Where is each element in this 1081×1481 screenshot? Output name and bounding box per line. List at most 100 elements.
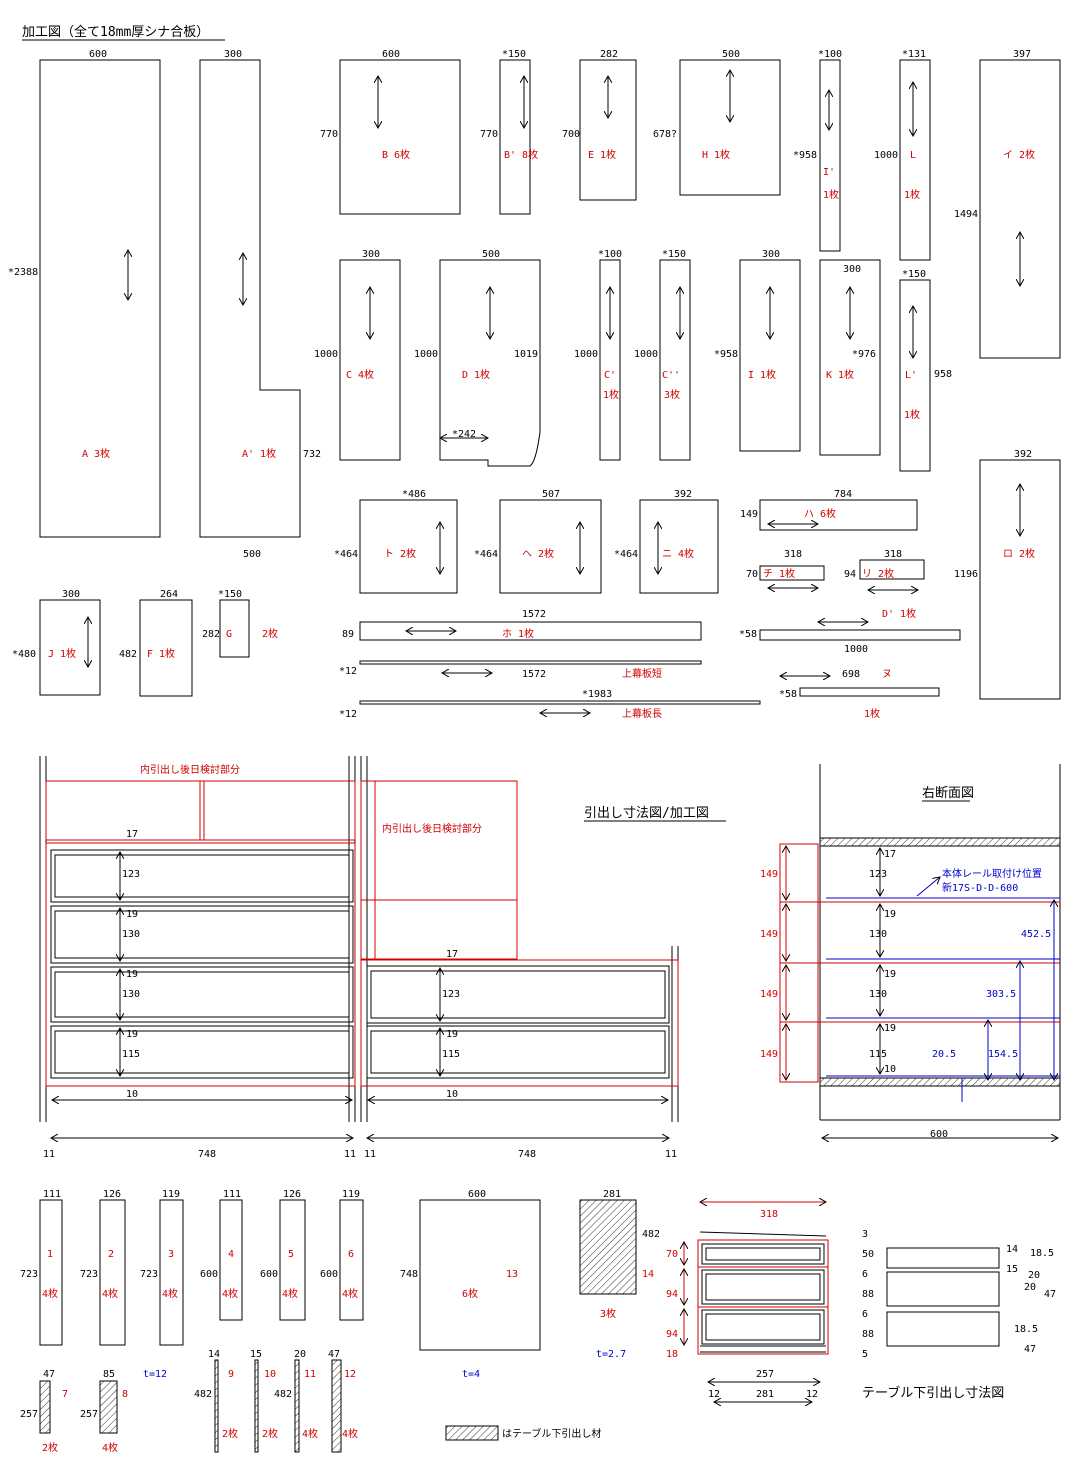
svg-text:111: 111 — [43, 1189, 61, 1200]
part-count: 1枚 — [904, 408, 920, 421]
part-count: 1枚 — [823, 188, 839, 201]
drawer-part-outlines — [39, 1199, 637, 1453]
svg-text:257: 257 — [20, 1409, 38, 1420]
svg-text:130: 130 — [122, 929, 140, 940]
part-labels: A 3枚 A' 1枚 B 6枚 B' 8枚 E 1枚 H 1枚 I' 1枚 L … — [48, 148, 1035, 720]
svg-text:18: 18 — [666, 1349, 678, 1360]
part-label: H 1枚 — [702, 148, 730, 161]
svg-text:257: 257 — [80, 1409, 98, 1420]
part-label: 上幕板短 — [622, 667, 662, 680]
svg-text:4枚: 4枚 — [102, 1441, 118, 1454]
dim: *464 — [474, 549, 498, 560]
dim: 600 — [89, 49, 107, 60]
dim: 1000 — [574, 349, 598, 360]
svg-text:452.5: 452.5 — [1021, 929, 1051, 940]
svg-text:303.5: 303.5 — [986, 989, 1016, 1000]
svg-text:115: 115 — [122, 1049, 140, 1060]
dim: 1000 — [844, 644, 868, 655]
svg-text:4枚: 4枚 — [222, 1287, 238, 1300]
table-drawer-detail — [699, 1231, 1000, 1353]
svg-text:19: 19 — [126, 909, 138, 920]
svg-text:19: 19 — [126, 969, 138, 980]
svg-text:17: 17 — [126, 829, 138, 840]
part-label: G — [226, 629, 232, 640]
svg-text:6枚: 6枚 — [462, 1287, 478, 1300]
svg-text:11: 11 — [304, 1369, 316, 1380]
svg-text:2枚: 2枚 — [42, 1441, 58, 1454]
svg-text:149: 149 — [760, 1049, 778, 1060]
section-title: 右断面図 — [922, 786, 974, 801]
svg-text:20: 20 — [294, 1349, 306, 1360]
svg-text:126: 126 — [103, 1189, 121, 1200]
svg-text:94: 94 — [666, 1329, 678, 1340]
part-label: B' 8枚 — [504, 148, 538, 161]
dim: *464 — [614, 549, 638, 560]
part-label: A 3枚 — [82, 447, 110, 460]
dim: *958 — [793, 150, 817, 161]
svg-text:10: 10 — [264, 1369, 276, 1380]
svg-text:6: 6 — [862, 1309, 868, 1320]
svg-text:723: 723 — [80, 1269, 98, 1280]
part-label: C'' — [662, 370, 680, 381]
dim: 318 — [784, 549, 802, 560]
svg-text:130: 130 — [122, 989, 140, 1000]
svg-text:6: 6 — [348, 1249, 354, 1260]
part-label: L' — [905, 370, 917, 381]
svg-text:11: 11 — [665, 1149, 677, 1160]
dim: 94 — [844, 569, 856, 580]
dim: *1983 — [582, 689, 612, 700]
part-label: L — [910, 150, 916, 161]
svg-text:748: 748 — [400, 1269, 418, 1280]
svg-text:94: 94 — [666, 1289, 678, 1300]
part-label: ヌ — [882, 669, 892, 680]
dim: *150 — [218, 589, 242, 600]
dim: 1000 — [314, 349, 338, 360]
svg-text:482: 482 — [274, 1389, 292, 1400]
dim: *976 — [852, 349, 876, 360]
section-title: 引出し寸法図/加工図 — [584, 806, 709, 821]
dim: 784 — [834, 489, 852, 500]
dim: 507 — [542, 489, 560, 500]
svg-text:4枚: 4枚 — [282, 1287, 298, 1300]
svg-text:t=12: t=12 — [143, 1369, 167, 1380]
svg-text:18.5: 18.5 — [1014, 1324, 1038, 1335]
dim: 300 — [762, 249, 780, 260]
svg-text:9: 9 — [228, 1369, 234, 1380]
svg-text:47: 47 — [1044, 1289, 1056, 1300]
svg-text:318: 318 — [760, 1209, 778, 1220]
dim: 300 — [62, 589, 80, 600]
part-label: J 1枚 — [48, 647, 76, 660]
svg-text:600: 600 — [320, 1269, 338, 1280]
svg-text:149: 149 — [760, 989, 778, 1000]
svg-text:20: 20 — [1024, 1282, 1036, 1293]
svg-text:126: 126 — [283, 1189, 301, 1200]
parts-outlines — [39, 59, 1061, 705]
part-label: ヘ 2枚 — [522, 547, 554, 560]
svg-text:154.5: 154.5 — [988, 1049, 1018, 1060]
svg-text:13: 13 — [506, 1269, 518, 1280]
svg-text:10: 10 — [446, 1089, 458, 1100]
dim: *100 — [598, 249, 622, 260]
svg-text:19: 19 — [126, 1029, 138, 1040]
svg-text:130: 130 — [869, 989, 887, 1000]
page-title: 加工図（全て18mm厚シナ合板） — [22, 24, 209, 40]
svg-text:20.5: 20.5 — [932, 1049, 956, 1060]
part-label: ト 2枚 — [384, 547, 416, 560]
svg-text:2枚: 2枚 — [262, 1427, 278, 1440]
svg-text:19: 19 — [884, 1023, 896, 1034]
svg-text:14: 14 — [208, 1349, 220, 1360]
svg-text:149: 149 — [760, 869, 778, 880]
dim: *100 — [818, 49, 842, 60]
dim: 392 — [1014, 449, 1032, 460]
svg-text:149: 149 — [760, 929, 778, 940]
svg-text:12: 12 — [344, 1369, 356, 1380]
part-count: 3枚 — [664, 388, 680, 401]
dim: 500 — [243, 549, 261, 560]
dim: 1000 — [634, 349, 658, 360]
drawer-dims: 17 123 19 130 19 130 19 115 10 17 123 19… — [43, 829, 677, 1160]
part-label: I 1枚 — [748, 368, 776, 381]
side-dims: 149 149 149 149 17 123 19 130 19 130 19 … — [760, 849, 1051, 1140]
svg-text:14: 14 — [642, 1269, 654, 1280]
svg-text:4: 4 — [228, 1249, 234, 1260]
